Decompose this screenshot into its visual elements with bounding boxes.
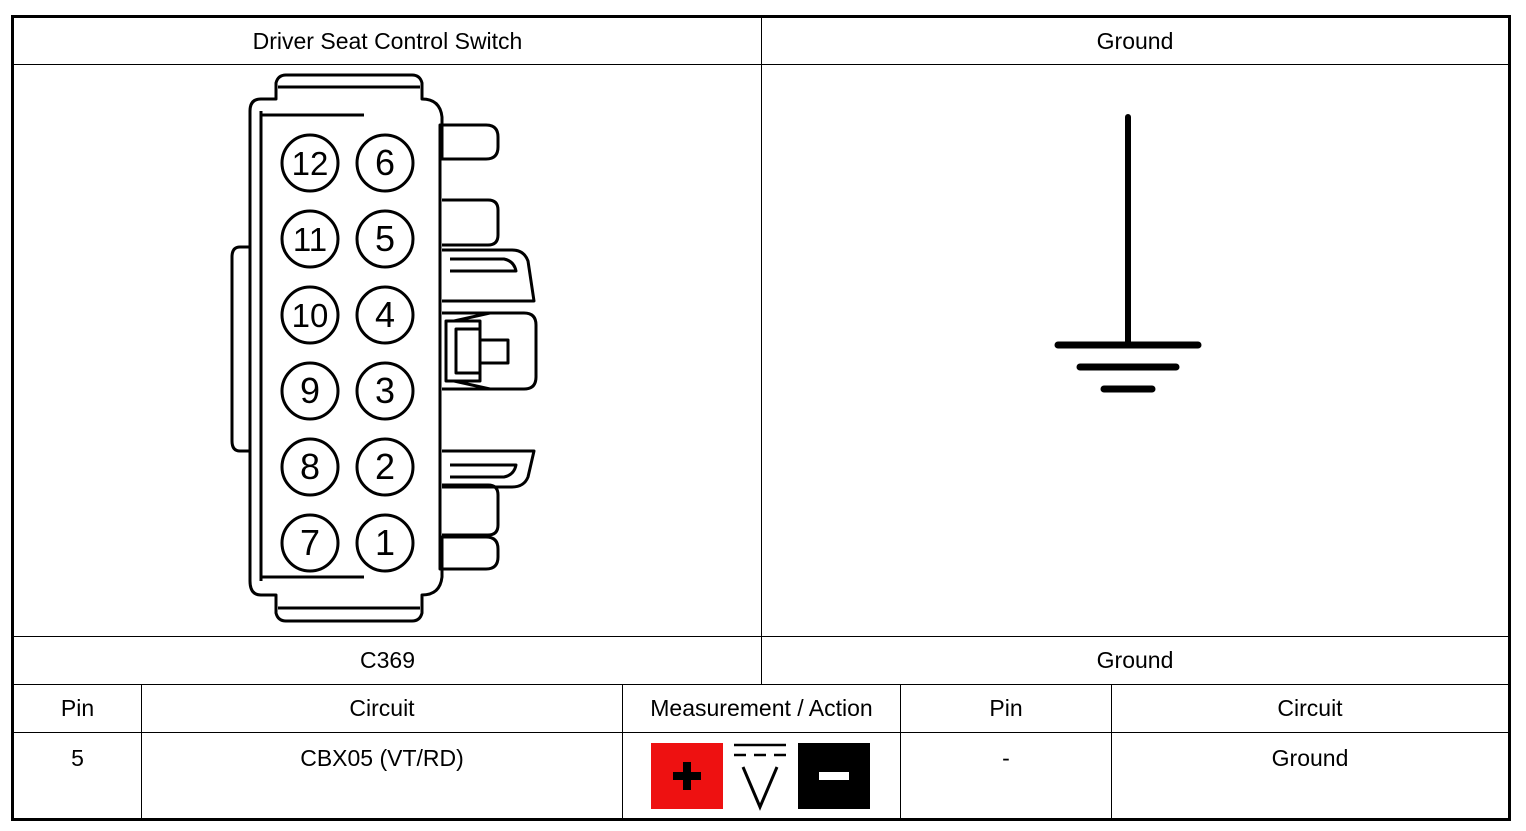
positive-lead-icon: [651, 743, 723, 809]
row-pin-b: -: [1002, 745, 1010, 771]
right-title: Ground: [1096, 27, 1174, 54]
divider-v4: [1111, 684, 1112, 818]
connector-diagram: 12 11 10 9 8 7 6 5 4 3 2 1: [14, 65, 761, 636]
pin-9-label: 9: [300, 370, 320, 411]
pin-8-circle: [280, 437, 340, 497]
pin-6-circle: [355, 133, 415, 193]
pin-12-circle: [280, 133, 340, 193]
pin-11-circle: [280, 209, 340, 269]
pin-5-circle: [355, 209, 415, 269]
header-pin-b: Pin: [989, 695, 1023, 721]
pin-6-label: 6: [375, 142, 395, 183]
pin-5-label: 5: [375, 218, 395, 259]
row-circuit-b: Ground: [1271, 745, 1349, 771]
pin-11-label: 11: [293, 221, 327, 258]
pin-9-circle: [280, 361, 340, 421]
header-circuit-a: Circuit: [349, 695, 415, 721]
pin-4-circle: [355, 285, 415, 345]
pin-10-circle: [280, 285, 340, 345]
pin-7-circle: [280, 513, 340, 573]
header-measurement: Measurement / Action: [650, 695, 873, 721]
row-circuit-a: CBX05 (VT/RD): [300, 745, 464, 771]
left-connector-label: C369: [360, 647, 415, 673]
ground-diagram: [762, 65, 1508, 636]
pin-3-circle: [355, 361, 415, 421]
negative-lead-icon: [798, 743, 870, 809]
divider-v3: [900, 684, 901, 818]
left-title: Driver Seat Control Switch: [252, 27, 523, 54]
pinout-table-frame: Driver Seat Control Switch Ground: [11, 15, 1511, 821]
pin-12-label: 12: [292, 145, 329, 182]
pin-1-label: 1: [375, 522, 395, 563]
pin-2-circle: [355, 437, 415, 497]
divider-v-main: [761, 18, 762, 684]
divider-h4: [14, 732, 1508, 733]
pin-8-label: 8: [300, 446, 320, 487]
ground-icon: [1054, 114, 1202, 393]
pin-10-label: 10: [292, 297, 329, 334]
row-pin-a: 5: [71, 745, 84, 771]
pin-7-label: 7: [300, 522, 320, 563]
pin-1-circle: [355, 513, 415, 573]
divider-v1: [141, 684, 142, 818]
row-measurement: [623, 733, 900, 818]
header-circuit-b: Circuit: [1277, 695, 1343, 721]
dc-voltage-icon: [734, 743, 786, 811]
right-connector-label: Ground: [1096, 647, 1174, 673]
pin-2-label: 2: [375, 446, 395, 487]
connector-icon: 12 11 10 9 8 7 6 5 4 3 2 1: [230, 73, 538, 623]
divider-h3: [14, 684, 1508, 685]
header-pin-a: Pin: [60, 695, 95, 721]
pin-3-label: 3: [375, 370, 395, 411]
divider-v2: [622, 684, 623, 818]
meter-icons: [651, 743, 870, 811]
pin-4-label: 4: [375, 294, 395, 335]
